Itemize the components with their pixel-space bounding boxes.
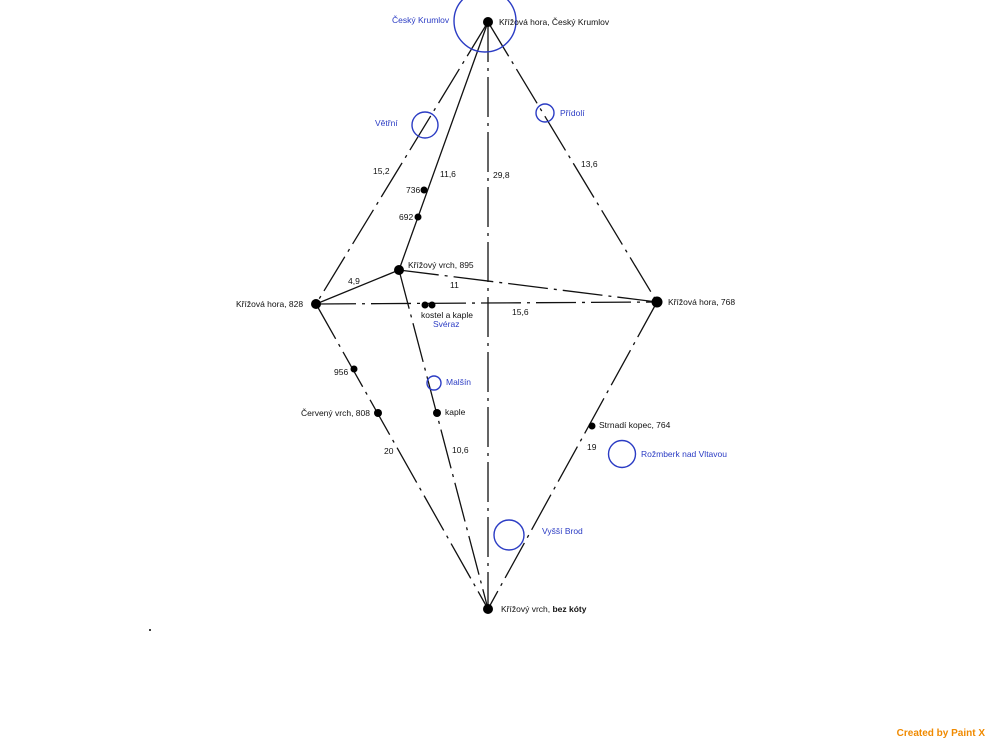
town-circle-rozmberk <box>607 439 637 469</box>
town-label-malsin: Malšín <box>446 377 471 387</box>
label-692: 692 <box>399 212 413 222</box>
label-krizovy-vrch-bez-suffix: bez kóty <box>552 604 586 614</box>
stray-mark <box>149 629 151 631</box>
label-krizovy-vrch-895: Křížový vrch, 895 <box>408 260 474 270</box>
watermark: Created by Paint X <box>896 728 985 739</box>
line-ck-768 <box>487 21 658 303</box>
dot-kostel-2 <box>428 301 436 309</box>
line-ck-895 <box>398 21 489 271</box>
town-circle-vyssi-brod <box>493 519 525 551</box>
town-labels: Český Krumlov Větřní Přídolí Svéraz Malš… <box>375 15 727 536</box>
distance-label-15-2: 15,2 <box>373 166 390 176</box>
distance-label-11-6: 11,6 <box>440 169 456 179</box>
town-circles <box>411 0 637 551</box>
dot-krizova-hora-ck <box>483 17 493 27</box>
label-strnadi-kopec: Strnadí kopec, 764 <box>599 420 671 430</box>
town-label-vetrni: Větřní <box>375 118 398 128</box>
label-krizovy-vrch-bez: Křížový vrch, bez kóty <box>501 604 587 614</box>
label-cerveny-vrch: Červený vrch, 808 <box>301 408 370 418</box>
label-956: 956 <box>334 367 348 377</box>
label-kostel-a-kaple: kostel a kaple <box>421 310 473 320</box>
dot-kostel-1 <box>421 301 429 309</box>
distance-label-29-8: 29,8 <box>493 170 510 180</box>
point-labels: Křížová hora, Český Krumlov Křížový vrch… <box>236 17 735 614</box>
line-895-768 <box>398 269 658 303</box>
dot-krizova-hora-828 <box>311 299 321 309</box>
label-kaple: kaple <box>445 407 466 417</box>
line-828-bez <box>315 303 489 610</box>
dot-krizova-hora-768 <box>651 296 663 308</box>
label-krizova-hora-768: Křížová hora, 768 <box>668 297 735 307</box>
town-circle-malsin <box>426 375 442 391</box>
distance-label-13-6: 13,6 <box>581 159 598 169</box>
town-label-rozmberk: Rožmberk nad Vltavou <box>641 449 727 459</box>
dot-692 <box>414 213 422 221</box>
dot-cerveny-vrch <box>374 409 382 417</box>
distance-labels: 15,2 11,6 29,8 13,6 4,9 11 15,6 20 10,6 … <box>348 159 598 456</box>
connecting-lines <box>315 21 658 610</box>
town-circle-cesky-krumlov <box>453 0 517 53</box>
distance-label-19: 19 <box>587 442 597 452</box>
town-circle-vetrni <box>411 111 439 139</box>
dot-krizovy-vrch-bez <box>483 604 493 614</box>
dot-736 <box>420 186 428 194</box>
town-label-vyssi-brod: Vyšší Brod <box>542 526 583 536</box>
distance-label-10-6: 10,6 <box>452 445 469 455</box>
distance-label-15-6: 15,6 <box>512 307 529 317</box>
town-label-sveraz: Svéraz <box>433 319 459 329</box>
dot-strnadi-kopec <box>588 422 596 430</box>
label-krizovy-vrch-bez-prefix: Křížový vrch, <box>501 604 552 614</box>
town-label-pridoli: Přídolí <box>560 108 585 118</box>
line-768-bez <box>487 301 658 610</box>
distance-label-4-9: 4,9 <box>348 276 360 286</box>
label-736: 736 <box>406 185 420 195</box>
line-828-895 <box>315 269 400 305</box>
dot-956 <box>350 365 358 373</box>
line-828-768 <box>315 301 658 305</box>
line-ck-828 <box>315 21 489 305</box>
town-circle-pridoli <box>535 103 555 123</box>
distance-label-20: 20 <box>384 446 394 456</box>
label-krizova-hora-ck: Křížová hora, Český Krumlov <box>499 17 610 27</box>
line-895-bez <box>398 269 489 610</box>
dot-krizovy-vrch-895 <box>394 265 404 275</box>
point-dots <box>149 17 663 631</box>
town-label-cesky-krumlov: Český Krumlov <box>392 15 450 25</box>
label-krizova-hora-828: Křížová hora, 828 <box>236 299 303 309</box>
dot-kaple <box>433 409 441 417</box>
distance-label-11: 11 <box>450 280 459 290</box>
